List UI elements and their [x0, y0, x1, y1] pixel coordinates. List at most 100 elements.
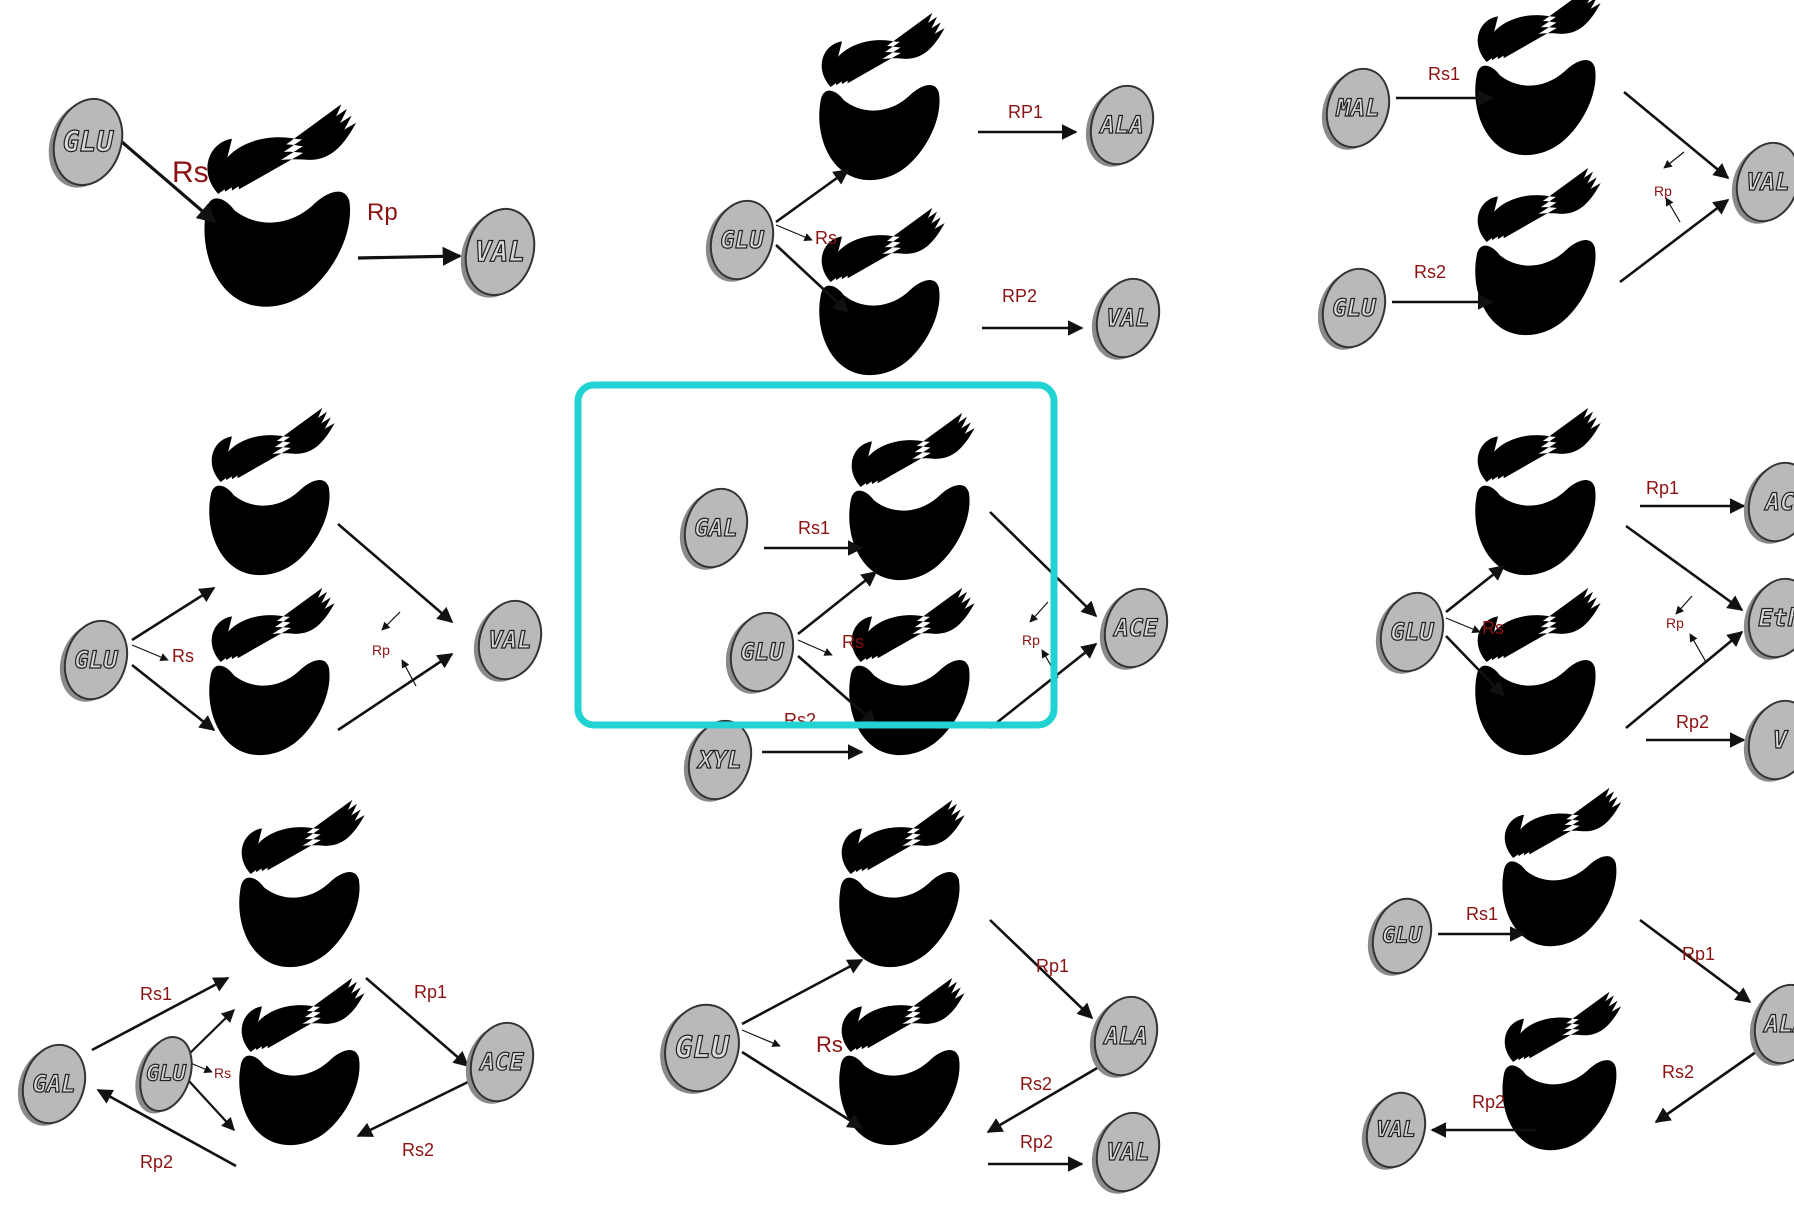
flow-arrow — [131, 586, 216, 642]
rate-rs-p4: Rs — [172, 646, 194, 666]
flow-arrow — [381, 611, 401, 631]
cell-top-p2 — [810, 12, 950, 193]
node-val-p2[interactable]: VAL — [1082, 271, 1169, 368]
node-gal-p5[interactable]: GAL — [670, 481, 757, 578]
cell-bottom-p4 — [200, 587, 340, 768]
rate-rs2-p3: Rs2 — [1414, 262, 1446, 282]
flow-arrow — [775, 224, 813, 241]
cell-bottom-p5 — [840, 587, 980, 768]
node-glu-p3-label: GLU — [1332, 294, 1376, 322]
highlighted-scenario-frame[interactable] — [574, 381, 1058, 729]
flow-arrow — [365, 977, 470, 1068]
node-val-p1[interactable]: VAL — [450, 200, 545, 307]
flow-arrow — [1663, 151, 1685, 169]
cell-layer — [194, 0, 1626, 1162]
node-ala-p8-label: ALA — [1102, 1022, 1147, 1050]
cell-top-p8 — [830, 799, 970, 980]
node-glu-p7[interactable]: GLU — [126, 1030, 200, 1120]
node-glu-p2[interactable]: GLU — [696, 193, 783, 290]
node-xyl-p5[interactable]: XYL — [674, 713, 761, 810]
node-val-p1-label: VAL — [475, 236, 526, 269]
rate-rp2-p2: RP2 — [1002, 286, 1037, 306]
node-glu-p6[interactable]: GLU — [1366, 585, 1453, 682]
flow-arrow — [1639, 918, 1752, 1004]
flow-arrow — [1675, 595, 1693, 615]
node-ace-p6-label: AC — [1764, 488, 1794, 516]
node-val-p4[interactable]: VAL — [464, 593, 551, 690]
node-gal-p5-label: GAL — [694, 514, 737, 542]
node-ace-p5-label: ACE — [1112, 614, 1158, 642]
flow-arrow — [989, 511, 1098, 618]
node-glu-p8[interactable]: GLU — [649, 995, 750, 1104]
rate-rp-p1: Rp — [367, 199, 398, 226]
node-ace-p6[interactable]: AC — [1734, 455, 1794, 552]
node-val-p6[interactable]: V — [1734, 693, 1794, 790]
node-ala-p9-label: ALA — [1762, 1010, 1794, 1038]
arrow-layer — [91, 90, 1757, 1172]
rate-rp2-p9: Rp2 — [1472, 1092, 1505, 1112]
cell-top-p7 — [230, 799, 370, 980]
node-glu-p5-label: GLU — [740, 638, 784, 666]
cell-top-p4 — [200, 407, 340, 588]
flow-arrow — [1689, 633, 1707, 663]
flow-arrow — [131, 644, 169, 661]
node-val-p2-label: VAL — [1106, 304, 1149, 332]
node-val-p3[interactable]: VAL — [1722, 135, 1794, 232]
cell-top-p6 — [1466, 407, 1606, 588]
rate-rs2-p7: Rs2 — [402, 1140, 434, 1160]
flow-arrow — [1619, 198, 1730, 284]
node-glu-p9[interactable]: GLU — [1359, 891, 1441, 983]
flow-arrow — [337, 523, 454, 624]
rate-rp-p6: Rp — [1666, 615, 1684, 631]
rate-rs2-p8: Rs2 — [1020, 1074, 1052, 1094]
rate-rp1-p8: Rp1 — [1036, 956, 1069, 976]
flow-arrow — [797, 655, 878, 726]
node-val-p9-label: VAL — [1376, 1118, 1416, 1143]
rate-rp-p5: Rp — [1022, 632, 1040, 648]
flow-arrow — [797, 639, 833, 656]
node-glu-p9-label: GLU — [1382, 924, 1422, 949]
rate-rp1-p2: RP1 — [1008, 102, 1043, 122]
node-ace-p7-label: ACE — [478, 1048, 524, 1076]
node-ala-p9[interactable]: ALA — [1740, 977, 1794, 1074]
node-glu-p3[interactable]: GLU — [1308, 261, 1395, 358]
flow-arrow — [775, 168, 850, 224]
node-ala-p2[interactable]: ALA — [1076, 78, 1163, 175]
node-glu-p5[interactable]: GLU — [716, 605, 803, 702]
cell-bottom-p7 — [230, 977, 370, 1158]
rate-rs1-p7: Rs1 — [140, 984, 172, 1004]
node-ala-p8[interactable]: ALA — [1080, 989, 1167, 1086]
rate-rp2-p6: Rp2 — [1676, 712, 1709, 732]
cell-bottom-p3 — [1466, 167, 1606, 348]
rate-rp2-p7: Rp2 — [140, 1152, 173, 1172]
node-mal-p3-label: MAL — [1335, 94, 1379, 122]
node-ace-p5[interactable]: ACE — [1090, 581, 1177, 678]
rate-rs-p8: Rs — [816, 1032, 843, 1057]
node-mal-p3[interactable]: MAL — [1312, 61, 1399, 158]
rate-rs1-p9: Rs1 — [1466, 904, 1498, 924]
flow-arrow — [741, 958, 864, 1026]
node-eth-p6[interactable]: Eth — [1734, 571, 1794, 668]
flow-arrow — [356, 1080, 469, 1138]
flow-arrow — [989, 642, 1098, 730]
rate-rs-p2: Rs — [815, 228, 837, 248]
node-glu-p4[interactable]: GLU — [50, 613, 137, 710]
rate-rp2-p8: Rp2 — [1020, 1132, 1053, 1152]
node-gal-p7[interactable]: GAL — [8, 1037, 95, 1134]
flow-arrow — [401, 659, 417, 687]
rate-rs1-p5: Rs1 — [798, 518, 830, 538]
rate-rp-p4: Rp — [372, 642, 390, 658]
node-val-p8[interactable]: VAL — [1082, 1105, 1169, 1202]
flow-arrow — [1029, 601, 1049, 623]
node-val-p9[interactable]: VAL — [1353, 1085, 1435, 1177]
flow-arrow — [741, 1029, 781, 1047]
flow-arrow — [1665, 197, 1681, 223]
node-ace-p7[interactable]: ACE — [456, 1015, 543, 1112]
node-glu-p1[interactable]: GLU — [38, 90, 133, 197]
flow-arrow — [1445, 617, 1481, 634]
flow-arrow — [187, 1079, 235, 1131]
node-val-p4-label: VAL — [488, 626, 531, 654]
flow-arrow — [187, 1009, 235, 1056]
rate-rs-p5: Rs — [842, 632, 864, 652]
